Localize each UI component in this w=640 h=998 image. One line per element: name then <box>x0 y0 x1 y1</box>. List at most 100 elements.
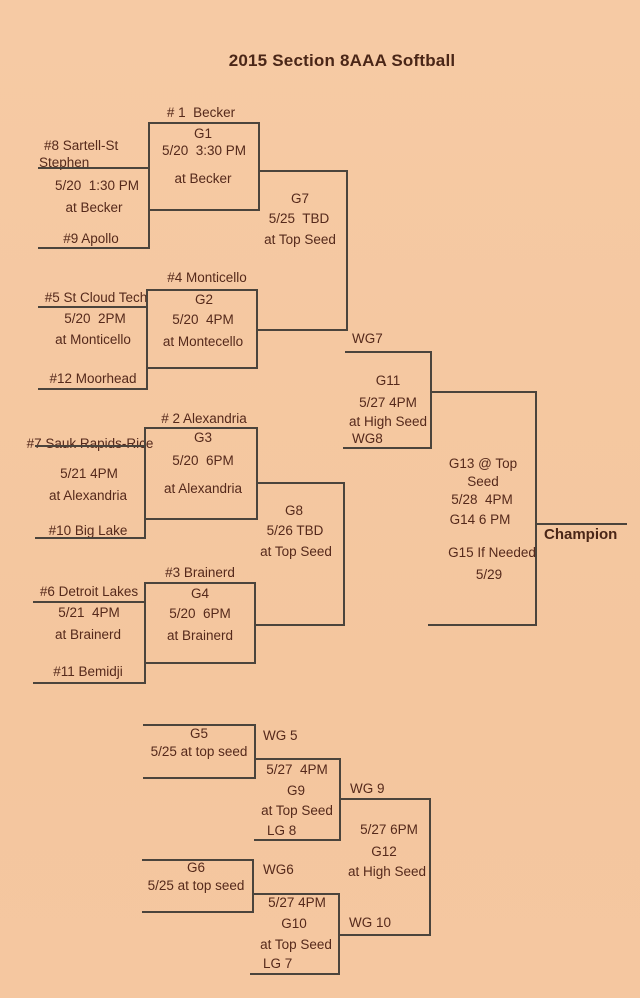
g9-bottom-line <box>254 839 341 841</box>
qf1-datetime: 5/20 3:30 PM <box>161 143 247 158</box>
g12-slot-bottom-label: WG 10 <box>349 915 392 930</box>
playin4-datetime: 5/21 4PM <box>58 605 120 620</box>
qf4-game-label: G4 <box>190 586 210 601</box>
qf2-venue: at Montecello <box>162 334 244 349</box>
qf2-seed-label: #4 Monticello <box>167 270 247 285</box>
g4-top-line <box>144 582 256 584</box>
g10-bottom-line <box>250 973 340 975</box>
g9-top-line <box>254 758 341 760</box>
playin3-venue: at Alexandria <box>48 488 128 503</box>
g10-venue: at Top Seed <box>260 937 332 952</box>
g8-right-line <box>343 482 345 626</box>
g3-winner-line <box>256 482 345 484</box>
g1-bottom-line <box>148 209 260 211</box>
g9-datetime: 5/27 4PM <box>266 762 328 777</box>
championship-line6: 5/29 <box>475 567 503 582</box>
g11-bottom-line <box>343 447 432 449</box>
g1-top-line <box>148 122 260 124</box>
playin1-venue: at Becker <box>65 200 123 215</box>
g12-venue: at High Seed <box>347 864 427 879</box>
qf1-seed-label: # 1 Becker <box>166 105 236 120</box>
g4-right-line <box>254 582 256 664</box>
playin2-bottom-line <box>38 388 148 390</box>
g4-winner-line <box>254 624 345 626</box>
sf1-venue: at Top Seed <box>264 232 336 247</box>
g9-winner-line <box>339 798 431 800</box>
sf1-game-label: G7 <box>290 191 310 206</box>
g5-bottom-line <box>143 777 256 779</box>
playin4-team-bottom: #11 Bemidji <box>53 664 123 679</box>
g12-datetime: 5/27 6PM <box>360 822 418 837</box>
g6-top-line <box>142 859 254 861</box>
playin1-datetime: 5/20 1:30 PM <box>54 178 140 193</box>
championship-line4: G14 6 PM <box>449 512 511 527</box>
g2-winner-line <box>256 329 348 331</box>
g5-right-line <box>254 724 256 779</box>
sf2-game-label: G8 <box>284 503 304 518</box>
g4-bottom-line <box>144 662 256 664</box>
playin4-venue: at Brainerd <box>54 627 122 642</box>
g7-right-line <box>346 170 348 331</box>
g2-bottom-line <box>146 367 258 369</box>
g10-winner-line <box>338 934 431 936</box>
g13-right-line <box>535 391 537 626</box>
playin4-team-top: #6 Detroit Lakes <box>39 584 139 599</box>
final-datetime: 5/27 4PM <box>359 395 417 410</box>
playin3-team-top: #7 Sauk Rapids-Rice <box>26 436 154 451</box>
playin2-top-line <box>38 306 148 308</box>
g10-game-label: G10 <box>281 916 307 931</box>
playin3-top-line <box>35 445 145 447</box>
qf1-game-label: G1 <box>193 126 213 141</box>
playin4-g4-left-line <box>144 582 146 684</box>
g10-top-line <box>252 893 340 895</box>
g6-right-line <box>252 859 254 913</box>
playin3-datetime: 5/21 4PM <box>60 466 118 481</box>
championship-line1: G13 @ Top <box>448 456 518 471</box>
championship-line3: 5/28 4PM <box>451 492 513 507</box>
qf3-game-label: G3 <box>193 430 213 445</box>
qf2-game-label: G2 <box>194 292 214 307</box>
championship-line5: G15 If Needed <box>448 545 536 560</box>
g11-top-line <box>345 351 432 353</box>
playin1-bottom-line <box>38 247 150 249</box>
g6-bottom-line <box>142 911 254 913</box>
qf4-datetime: 5/20 6PM <box>169 606 231 621</box>
g9-slot-top-label: WG 5 <box>263 728 298 743</box>
g1-right-line <box>258 122 260 211</box>
g12-right-line <box>429 798 431 936</box>
g9-slot-bottom-label: LG 8 <box>267 823 297 838</box>
playin1-team-bottom: #9 Apollo <box>63 231 119 246</box>
qf4-seed-label: #3 Brainerd <box>165 565 235 580</box>
qf3-venue: at Alexandria <box>163 481 243 496</box>
qf3-seed-label: # 2 Alexandria <box>161 411 247 426</box>
playin1-team-top-line2: Stephen <box>39 155 90 170</box>
g3-bottom-line <box>144 518 258 520</box>
g1-winner-line <box>258 170 348 172</box>
g11-right-line <box>430 351 432 449</box>
g12-slot-top-label: WG 9 <box>350 781 385 796</box>
playin3-g3-left-line <box>144 427 146 539</box>
playin3-team-bottom: #10 Big Lake <box>48 523 128 538</box>
playin1-g1-left-line <box>148 122 150 249</box>
sf1-datetime: 5/25 TBD <box>268 211 330 226</box>
g3-right-line <box>256 427 258 520</box>
championship-line2: Seed <box>467 474 499 489</box>
g3-top-line <box>144 427 258 429</box>
final-slot-top-label: WG7 <box>352 331 383 346</box>
g6-detail: 5/25 at top seed <box>147 878 245 893</box>
playin4-top-line <box>33 601 145 603</box>
final-game-label: G11 <box>375 373 401 388</box>
final-venue: at High Seed <box>348 414 428 429</box>
playin2-g2-left-line <box>146 289 148 390</box>
g6-game-label: G6 <box>186 860 206 875</box>
playin2-team-bottom: #12 Moorhead <box>49 371 137 386</box>
g5-game-label: G5 <box>189 726 209 741</box>
g9-venue: at Top Seed <box>261 803 333 818</box>
qf2-datetime: 5/20 4PM <box>172 312 234 327</box>
sf2-datetime: 5/26 TBD <box>266 523 324 538</box>
g5-top-line <box>143 724 256 726</box>
playin2-datetime: 5/20 2PM <box>64 311 126 326</box>
g13-bottom-line <box>428 624 537 626</box>
g11-winner-line <box>430 391 537 393</box>
